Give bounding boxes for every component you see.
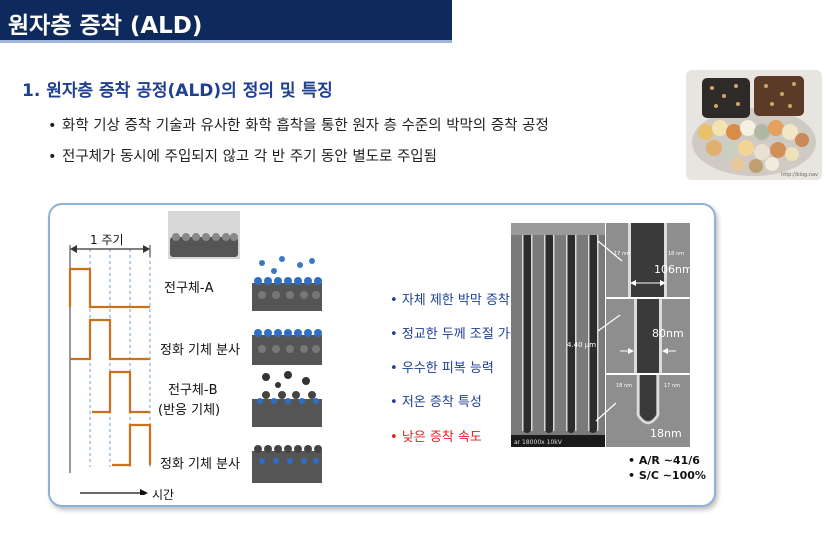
feature-text: 저온 증착 특성 bbox=[401, 395, 482, 410]
step-label: 정화 기체 분사 bbox=[160, 457, 241, 472]
feature-text: 낮은 증착 속도 bbox=[401, 430, 482, 445]
sem-middle-label: 80nm bbox=[652, 327, 684, 340]
purge-illustration bbox=[252, 329, 322, 365]
step-label: 전구체-A bbox=[164, 281, 214, 296]
feature-item: • 정교한 두께 조절 가능 bbox=[390, 323, 522, 342]
stat-item: • A/R ~41/6 bbox=[628, 454, 700, 467]
food-photo-graphic bbox=[692, 76, 816, 176]
stat-text: S/C ~100% bbox=[638, 469, 706, 482]
feature-item: • 우수한 피복 능력 bbox=[390, 357, 494, 376]
title-bar: 원자층 증착 (ALD) bbox=[0, 0, 452, 43]
sem-bottom-left: 18 nm bbox=[616, 383, 632, 389]
stat-text: A/R ~41/6 bbox=[638, 454, 700, 467]
sem-pointer-lines bbox=[595, 240, 623, 422]
feature-item: • 자체 제한 박막 증착 bbox=[390, 289, 510, 308]
feature-text: 자체 제한 박막 증착 bbox=[401, 293, 510, 308]
feature-text: 우수한 피복 능력 bbox=[401, 361, 494, 376]
bullet-text: 전구체가 동시에 주입되지 않고 각 반 주기 동안 별도로 주입됨 bbox=[62, 149, 437, 165]
bullet-dot: • bbox=[48, 149, 57, 165]
bullet-item: • 전구체가 동시에 주입되지 않고 각 반 주기 동안 별도로 주입됨 bbox=[48, 145, 437, 166]
step-label: 정화 기체 분사 bbox=[160, 343, 241, 358]
food-photo: http://blog.nav bbox=[686, 70, 822, 180]
feature-item: • 저온 증착 특성 bbox=[390, 391, 482, 410]
ald-diagram-panel: 1 주기 시간 전구체-A 정화 기체 분사 전구체-B (반응 기체) 정화 … bbox=[48, 203, 716, 507]
feature-dot: • bbox=[390, 395, 398, 410]
feature-item-negative: • 낮은 증착 속도 bbox=[390, 426, 482, 445]
precursor-b-illustration bbox=[252, 371, 322, 427]
sem-trench-graphic bbox=[511, 223, 605, 447]
sem-middle-zoom: 80nm bbox=[606, 299, 690, 373]
substrate-illustration bbox=[168, 211, 240, 259]
sem-top-left: 17 nm bbox=[614, 251, 630, 257]
feature-dot: • bbox=[390, 293, 398, 308]
stat-item: • S/C ~100% bbox=[628, 469, 706, 482]
step-label: 전구체-B bbox=[168, 383, 218, 398]
bullet-dot: • bbox=[48, 118, 57, 134]
stat-dot: • bbox=[628, 469, 636, 482]
sem-top-right: 18 nm bbox=[668, 251, 684, 257]
feature-dot: • bbox=[390, 361, 398, 376]
sem-top-label: 106nm bbox=[654, 263, 690, 276]
bullet-text: 화학 기상 증착 기술과 유사한 화학 흡착을 통한 원자 층 수준의 박막의 … bbox=[62, 118, 549, 134]
sem-middle-graphic bbox=[606, 299, 690, 373]
stat-dot: • bbox=[628, 454, 636, 467]
feature-text: 정교한 두께 조절 가능 bbox=[401, 327, 522, 342]
feature-dot: • bbox=[390, 327, 398, 342]
photo-credit: http://blog.nav bbox=[781, 172, 818, 178]
step-label: (반응 기체) bbox=[158, 403, 221, 418]
cycle-label: 1 주기 bbox=[90, 233, 124, 247]
time-label: 시간 bbox=[152, 488, 175, 502]
sem-footer: ar 18000x 10kV bbox=[514, 439, 562, 446]
sem-bottom-zoom: 18nm 18 nm 17 nm bbox=[606, 375, 690, 447]
sem-main-image: 4.40 μm ar 18000x 10kV bbox=[511, 223, 605, 447]
sem-scale-label: 4.40 μm bbox=[567, 341, 597, 349]
section-heading: 1. 원자층 증착 공정(ALD)의 정의 및 특징 bbox=[22, 81, 333, 101]
precursor-a-illustration bbox=[252, 256, 322, 311]
bullet-item: • 화학 기상 증착 기술과 유사한 화학 흡착을 통한 원자 층 수준의 박막의… bbox=[48, 114, 549, 135]
feature-dot: • bbox=[390, 430, 398, 445]
sem-bottom-label: 18nm bbox=[650, 427, 682, 440]
sem-bottom-right: 17 nm bbox=[664, 383, 680, 389]
slide-title: 원자층 증착 (ALD) bbox=[8, 13, 203, 39]
purge-illustration bbox=[252, 445, 322, 483]
pulse-timing-diagram bbox=[68, 245, 152, 495]
sem-bottom-graphic bbox=[606, 375, 690, 447]
